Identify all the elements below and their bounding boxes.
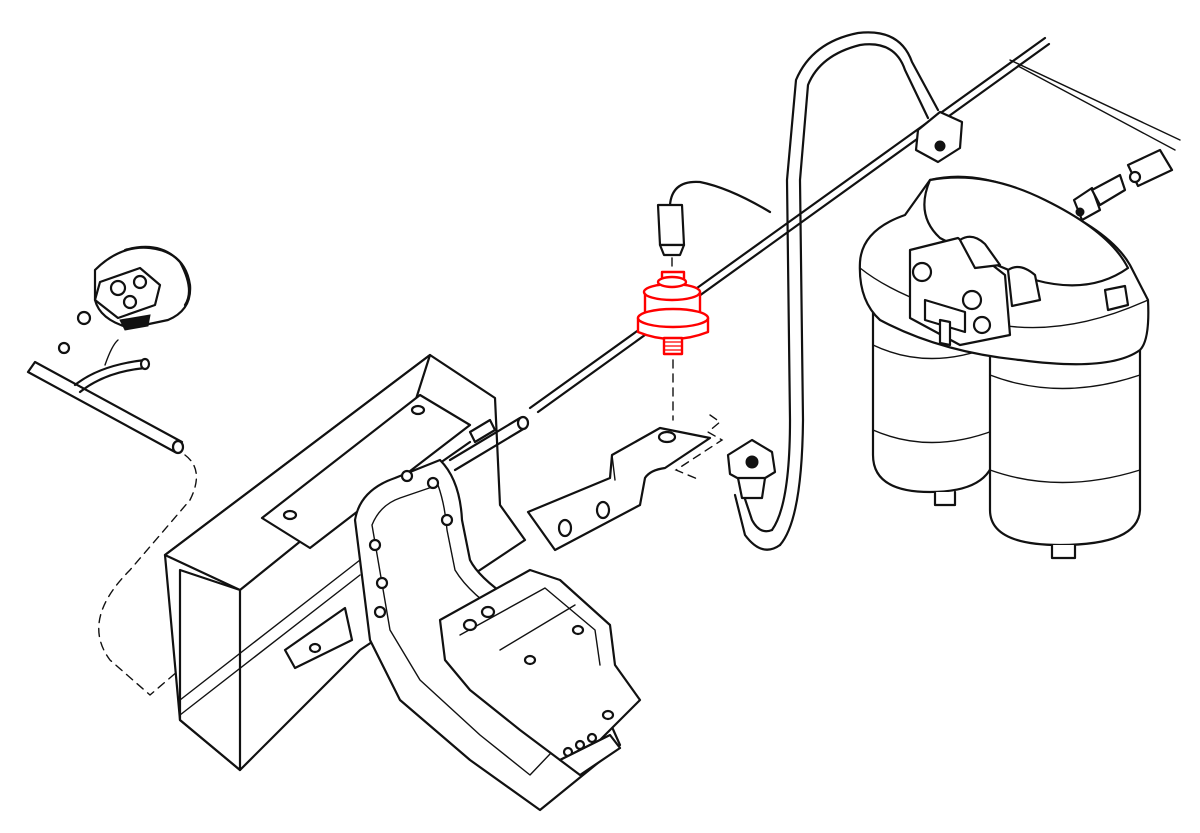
fuel-line: [674, 31, 940, 551]
oil-pressure-sensor[interactable]: [636, 270, 710, 356]
gauge: [57, 245, 192, 355]
gauge-wires: [26, 339, 198, 696]
sender-wire-center: [656, 180, 772, 271]
mounting-bracket: [526, 426, 712, 552]
sender-wire-right: [1072, 148, 1174, 222]
fuel-filter-assembly: [858, 110, 1150, 560]
frame-rail: [163, 353, 642, 812]
